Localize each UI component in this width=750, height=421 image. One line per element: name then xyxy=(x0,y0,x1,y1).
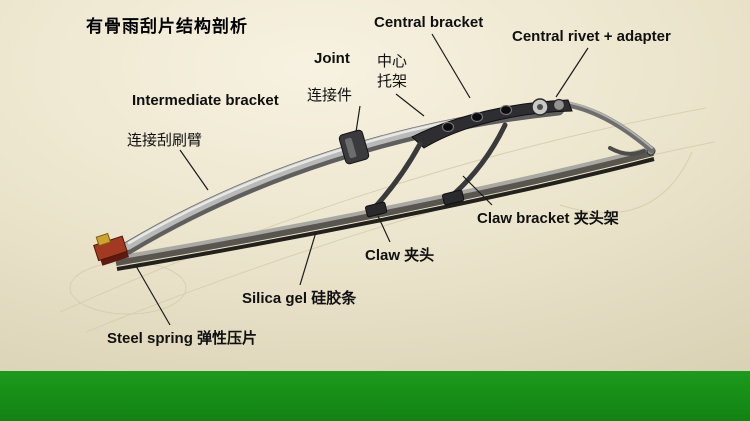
label-joint-en: Joint xyxy=(314,50,350,67)
slide-background xyxy=(0,0,750,371)
joint-part xyxy=(338,129,370,165)
label-silica-gel: Silica gel 硅胶条 xyxy=(242,290,357,307)
central-bracket-part xyxy=(411,98,573,149)
label-claw: Claw 夹头 xyxy=(365,247,435,264)
label-steel-spring: Steel spring 弹性压片 xyxy=(107,330,258,347)
label-central-bracket-zh: 中心托架 xyxy=(377,53,408,90)
claw-parts xyxy=(365,122,508,218)
leader-lines xyxy=(135,33,589,326)
right-linkage-part xyxy=(563,101,655,156)
label-claw-bracket: Claw bracket 夹头架 xyxy=(477,210,619,227)
bottom-green-bar xyxy=(0,371,750,421)
label-central-rivet-adapter: Central rivet + adapter xyxy=(512,28,671,45)
slide-title: 有骨雨刮片结构剖析 xyxy=(86,17,248,36)
label-joint-zh: 连接件 xyxy=(307,87,353,104)
label-central-bracket-en: Central bracket xyxy=(374,14,484,31)
end-cap-part xyxy=(93,232,130,266)
wiper-blade-illustration xyxy=(59,33,715,333)
label-intermediate-bracket-zh: 连接刮刷臂 xyxy=(127,132,203,149)
label-intermediate-bracket-en: Intermediate bracket xyxy=(132,92,279,109)
